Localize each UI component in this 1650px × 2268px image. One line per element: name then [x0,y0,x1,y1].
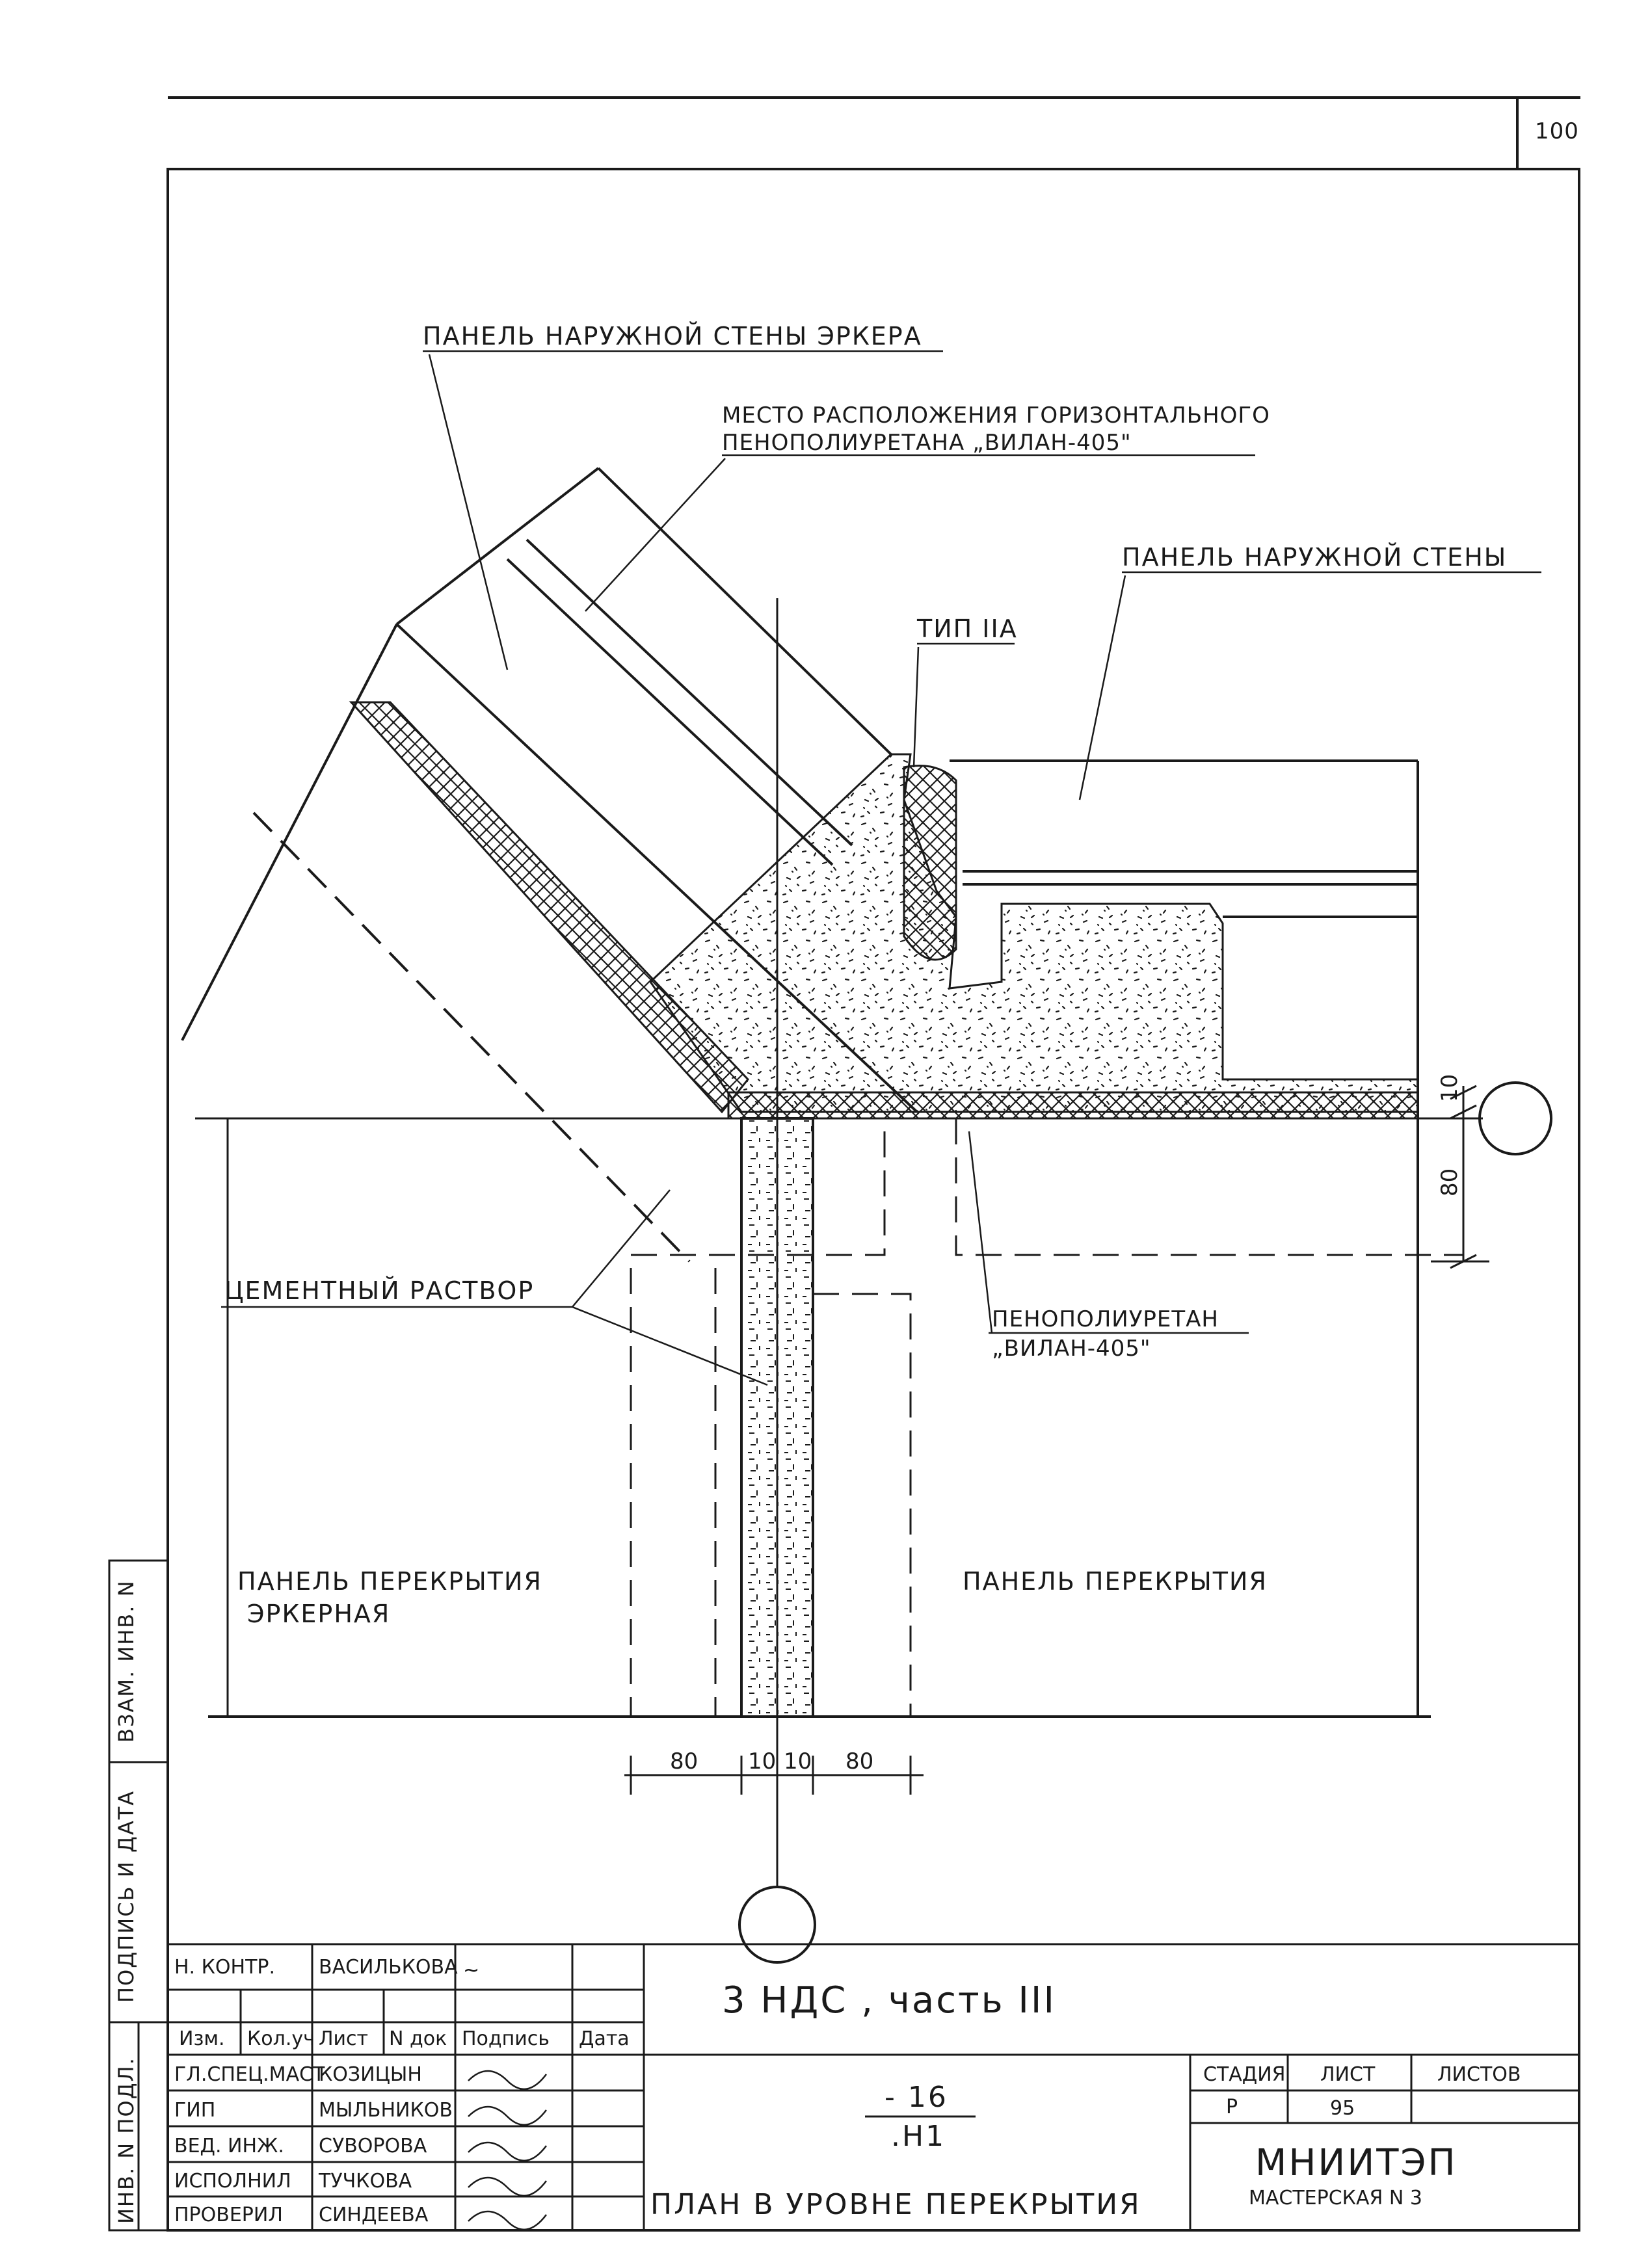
tb-norm-control-name: ВАСИЛЬКОВА [319,1956,458,1979]
tb-name-2: МЫЛЬНИКОВ [319,2099,453,2122]
axis-bubble-bottom [738,1886,816,1964]
tb-sheets-header: ЛИСТОВ [1437,2063,1521,2086]
label-foam-2: „ВИЛАН-405" [992,1336,1151,1362]
tb-project-title: 3 НДС , часть III [722,1979,1056,2022]
tb-role-5: ПРОВЕРИЛ [174,2204,283,2226]
tb-sheet-header: ЛИСТ [1320,2063,1376,2086]
label-horizontal-location-2: ПЕНОПОЛИУРЕТАНА „ВИЛАН-405" [722,430,1132,456]
axis-bubble-right [1478,1081,1552,1155]
label-outer-wall-panel: ПАНЕЛЬ НАРУЖНОЙ СТЕНЫ [1122,543,1507,572]
tb-signature-norm: ~ [463,1959,479,1982]
tb-name-3: СУВОРОВА [319,2135,427,2157]
label-horizontal-location-1: МЕСТО РАСПОЛОЖЕНИЯ ГОРИЗОНТАЛЬНОГО [722,402,1270,429]
gasket-seal [903,765,957,961]
dim-bottom-2: 10 [748,1748,776,1774]
side-stamp-original: ИНВ. N ПОДЛ. [114,2057,139,2224]
dim-bottom-1: 80 [670,1748,698,1774]
tb-signatures [468,2070,547,2231]
bottom-dimension-chain [624,1756,924,1795]
tb-header-3: Лист [319,2027,368,2050]
label-erker-slab-1: ПАНЕЛЬ ПЕРЕКРЫТИЯ [237,1567,542,1596]
label-erker-slab-2: ЭРКЕРНАЯ [247,1600,390,1628]
slab-outlines [630,1118,1463,1717]
tb-header-1: Изм. [179,2027,225,2050]
tb-name-4: ТУЧКОВА [318,2170,412,2193]
concrete-joint-fill [649,753,1419,1113]
dim-bottom-4: 80 [845,1748,873,1774]
tb-role-2: ГИП [174,2099,215,2122]
leader-lines [221,350,1541,1386]
side-stamp-signature: ПОДПИСЬ И ДАТА [114,1790,139,2003]
tb-norm-control-role: Н. КОНТР. [174,1956,275,1979]
dim-right-80: 80 [1437,1168,1463,1196]
label-erker-wall-panel: ПАНЕЛЬ НАРУЖНОЙ СТЕНЫ ЭРКЕРА [423,322,922,350]
dim-right-10: 10 [1437,1074,1463,1102]
axis-lines [195,598,1483,1886]
side-stamp [108,1559,169,2232]
right-dimension-chain [1431,1085,1489,1269]
label-slab-panel: ПАНЕЛЬ ПЕРЕКРЫТИЯ [963,1567,1268,1596]
tb-name-1: КОЗИЦЫН [319,2063,422,2086]
tb-drawing-name: ПЛАН В УРОВНЕ ПЕРЕКРЫТИЯ [650,2188,1141,2221]
horizontal-foam-strip [727,1091,1419,1120]
tb-header-5: Подпись [462,2027,550,2050]
tb-org-unit: МАСТЕРСКАЯ N 3 [1249,2187,1422,2209]
tb-name-5: СИНДЕЕВА [319,2204,429,2226]
label-foam-1: ПЕНОПОЛИУРЕТАН [992,1306,1219,1332]
dim-bottom-3: 10 [784,1748,812,1774]
tb-role-1: ГЛ.СПЕЦ.МАСТ [174,2063,325,2086]
tb-header-2: Кол.уч [247,2027,315,2050]
tb-drawing-code-top: - 16 [885,2081,948,2114]
label-type-mark: ТИП IIА [916,614,1018,643]
tb-stage-header: СТАДИЯ [1203,2063,1286,2086]
side-stamp-replacement: ВЗАМ. ИНВ. N [114,1579,139,1743]
tb-drawing-code-bottom: .Н1 [891,2120,946,2153]
label-cement-mortar: ЦЕМЕНТНЫЙ РАСТВОР [224,1276,534,1305]
tb-header-6: Дата [579,2027,630,2050]
erker-insulation-band [349,701,749,1114]
tb-sheet-value: 95 [1330,2097,1355,2120]
tb-org-name: МНИИТЭП [1255,2142,1457,2184]
title-block-frame [168,1943,1579,2230]
sheet-number: 100 [1535,118,1579,144]
outer-wall-panel [950,759,1419,1717]
tb-role-3: ВЕД. ИНЖ. [174,2135,284,2157]
tb-role-4: ИСПОЛНИЛ [174,2170,291,2193]
sheet-frame [166,96,1580,2232]
tb-header-4: N док [389,2027,447,2050]
tb-stage-value: Р [1226,2096,1238,2118]
